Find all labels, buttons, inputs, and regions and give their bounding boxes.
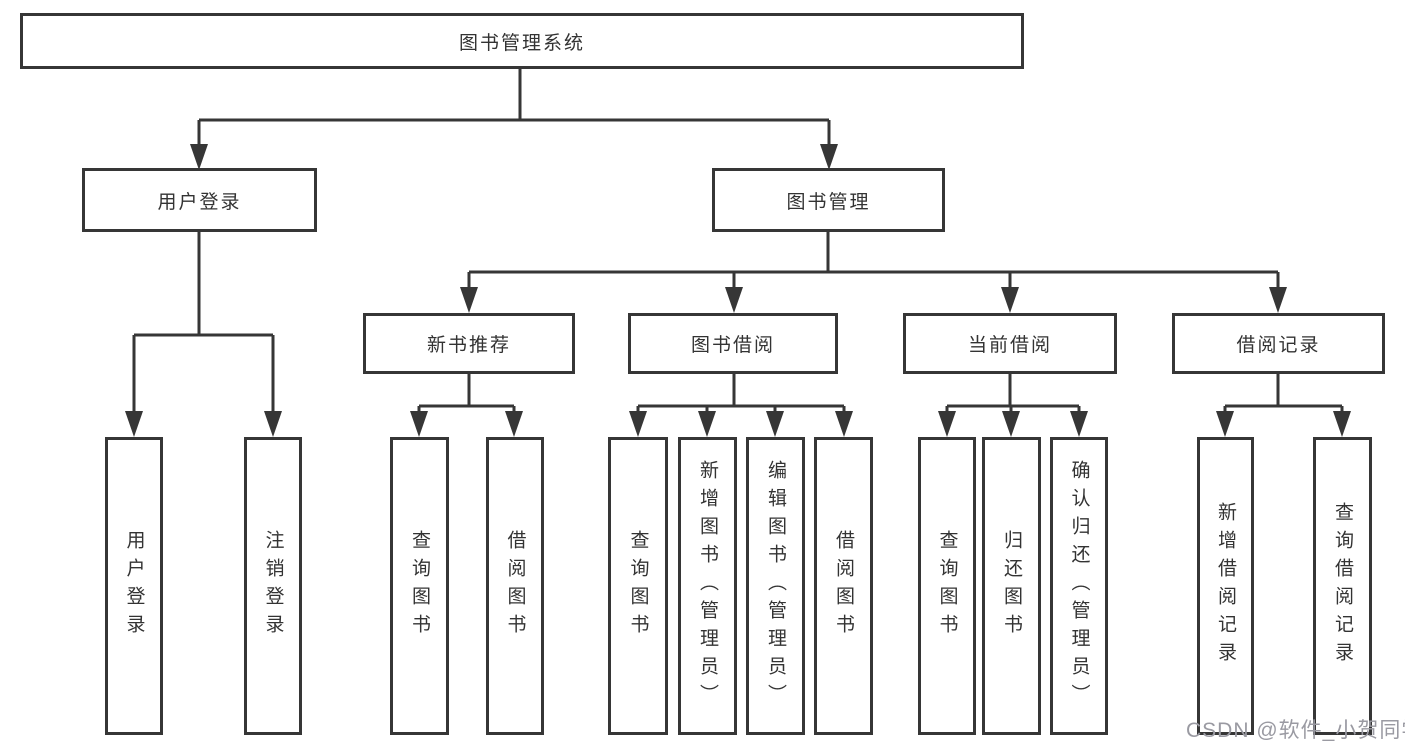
node-current-borrowing: 当前借阅 <box>903 313 1117 374</box>
csdn-watermark: CSDN @软件_小贺同学 <box>1186 719 1405 742</box>
node-new-book-recommendation: 新书推荐 <box>363 313 575 374</box>
leaf-return-books: 归还图书 <box>982 437 1041 735</box>
leaf-label: 新增借阅记录 <box>1215 502 1236 670</box>
leaf-label: 归还图书 <box>1001 530 1022 642</box>
connector-path <box>132 69 1344 414</box>
leaf-edit-books-admin: 编辑图书（管理员） <box>746 437 805 735</box>
leaf-label: 注销登录 <box>262 530 284 642</box>
arrowhead-icon <box>1002 411 1020 437</box>
arrowhead-icon <box>125 411 143 437</box>
leaf-user-login: 用户登录 <box>105 437 163 735</box>
leaf-label: 用户登录 <box>123 530 145 642</box>
arrowhead-icon <box>1333 411 1351 437</box>
arrowhead-icon <box>698 411 716 437</box>
leaf-confirm-return-admin: 确认归还（管理员） <box>1050 437 1108 735</box>
arrowhead-icon <box>1216 411 1234 437</box>
leaf-label: 新增图书（管理员） <box>697 460 718 712</box>
leaf-query-borrow-record: 查询借阅记录 <box>1313 437 1372 735</box>
arrowhead-icon <box>835 411 853 437</box>
arrowhead-icon <box>629 411 647 437</box>
node-borrowing-records: 借阅记录 <box>1172 313 1385 374</box>
node-library-management-system: 图书管理系统 <box>20 13 1024 69</box>
leaf-label: 借阅图书 <box>504 530 526 642</box>
leaf-label: 查询图书 <box>627 530 649 642</box>
arrowhead-icon <box>725 287 743 313</box>
arrowhead-icon <box>938 411 956 437</box>
arrowhead-icon <box>460 287 478 313</box>
arrowhead-icon <box>1001 287 1019 313</box>
leaf-label: 查询图书 <box>936 530 958 642</box>
arrowhead-icon <box>505 411 523 437</box>
leaf-label: 确认归还（管理员） <box>1068 460 1090 712</box>
arrowhead-icon <box>264 411 282 437</box>
leaf-add-borrow-record: 新增借阅记录 <box>1197 437 1254 735</box>
leaf-query-books-borrow: 查询图书 <box>608 437 668 735</box>
leaf-borrow-books-recommend: 借阅图书 <box>486 437 544 735</box>
leaf-label: 编辑图书（管理员） <box>765 460 786 712</box>
arrowhead-icon <box>410 411 428 437</box>
arrowhead-icon <box>820 144 838 170</box>
arrowhead-icon <box>1070 411 1088 437</box>
node-book-borrowing: 图书借阅 <box>628 313 838 374</box>
arrowhead-icon <box>1269 287 1287 313</box>
node-user-login-group: 用户登录 <box>82 168 317 232</box>
leaf-label: 借阅图书 <box>833 530 854 642</box>
arrowhead-icon <box>766 411 784 437</box>
leaf-label: 查询图书 <box>409 530 430 642</box>
leaf-query-books-recommend: 查询图书 <box>390 437 449 735</box>
leaf-query-books-current: 查询图书 <box>918 437 976 735</box>
arrowhead-icon <box>190 144 208 170</box>
leaf-logout: 注销登录 <box>244 437 302 735</box>
node-book-management: 图书管理 <box>712 168 945 232</box>
leaf-label: 查询借阅记录 <box>1332 502 1353 670</box>
leaf-add-books-admin: 新增图书（管理员） <box>678 437 737 735</box>
leaf-borrow-books: 借阅图书 <box>814 437 873 735</box>
